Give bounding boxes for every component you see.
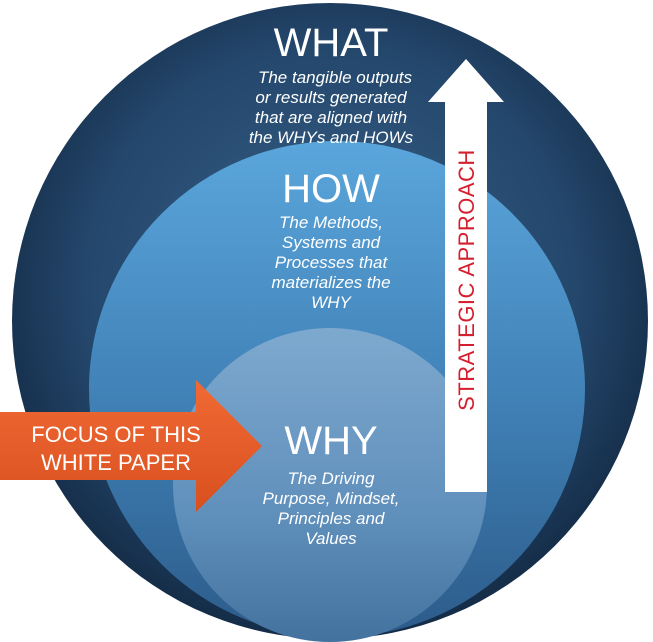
why-line-2: Purpose, Mindset, [262, 489, 399, 508]
how-line-2: Systems and [282, 233, 381, 252]
how-line-4: materializes the [271, 273, 390, 292]
what-line-1: The tangible outputs [258, 68, 413, 87]
how-title: HOW [282, 167, 380, 211]
how-line-5: WHY [311, 293, 352, 312]
focus-line-2: WHITE PAPER [41, 450, 191, 475]
what-line-4: the WHYs and HOWs [249, 128, 414, 147]
why-line-4: Values [305, 529, 357, 548]
why-description: The Driving Purpose, Mindset, Principles… [262, 469, 399, 548]
how-line-3: Processes that [275, 253, 389, 272]
why-line-3: Principles and [278, 509, 385, 528]
why-line-1: The Driving [288, 469, 375, 488]
focus-arrow-shape [0, 380, 262, 512]
what-description: The tangible outputs or results generate… [249, 68, 414, 147]
how-description: The Methods, Systems and Processes that … [271, 213, 390, 312]
what-title: WHAT [274, 21, 389, 65]
what-line-3: that are aligned with [255, 108, 407, 127]
strategic-arrow-shape [428, 59, 504, 492]
why-circle [173, 328, 487, 642]
how-line-1: The Methods, [279, 213, 383, 232]
strategic-approach-label: STRATEGIC APPROACH [454, 149, 479, 411]
why-title: WHY [284, 419, 377, 463]
strategic-approach-arrow: STRATEGIC APPROACH [428, 59, 504, 492]
what-line-2: or results generated [255, 88, 407, 107]
focus-arrow: FOCUS OF THIS WHITE PAPER [0, 380, 262, 512]
focus-line-1: FOCUS OF THIS [31, 422, 201, 447]
